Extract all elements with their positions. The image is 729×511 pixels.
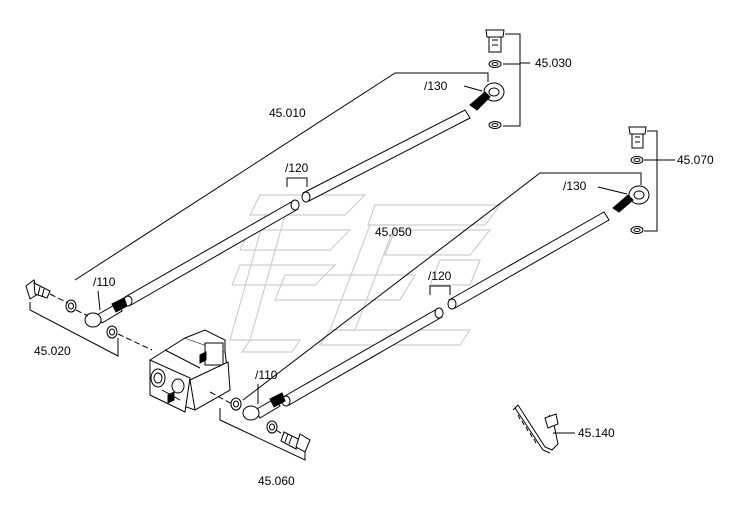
label-110-upper: /110: [93, 275, 116, 289]
label-45060: 45.060: [258, 474, 295, 488]
label-45140: 45.140: [578, 426, 615, 440]
label-120-lower: /120: [428, 269, 452, 283]
zf-logo-watermark: [229, 194, 502, 353]
pipe-45010: [123, 109, 471, 307]
bolt-45060: [280, 431, 311, 453]
fitting-110-lower: [230, 392, 286, 434]
label-45050: 45.050: [375, 225, 412, 239]
banjo-fitting-upper: [469, 82, 505, 111]
banjo-fitting-lower: [612, 185, 650, 213]
hydraulic-pump-icon: [149, 329, 231, 413]
cable-tie-45140: [512, 404, 559, 454]
label-110-lower: /110: [255, 368, 278, 382]
banjo-bolt-45030: [485, 29, 505, 129]
fitting-110-upper: [84, 297, 128, 339]
banjo-bolt-45070: [628, 126, 647, 234]
label-45020: 45.020: [34, 344, 71, 358]
label-45070: 45.070: [677, 153, 714, 167]
bolt-45020: [25, 279, 77, 313]
label-120-upper: /120: [285, 161, 309, 175]
label-45010: 45.010: [269, 106, 306, 120]
pipe-45050: [281, 211, 610, 407]
label-45030: 45.030: [535, 56, 572, 70]
label-130-upper: /130: [424, 79, 448, 93]
label-130-lower: /130: [563, 179, 587, 193]
